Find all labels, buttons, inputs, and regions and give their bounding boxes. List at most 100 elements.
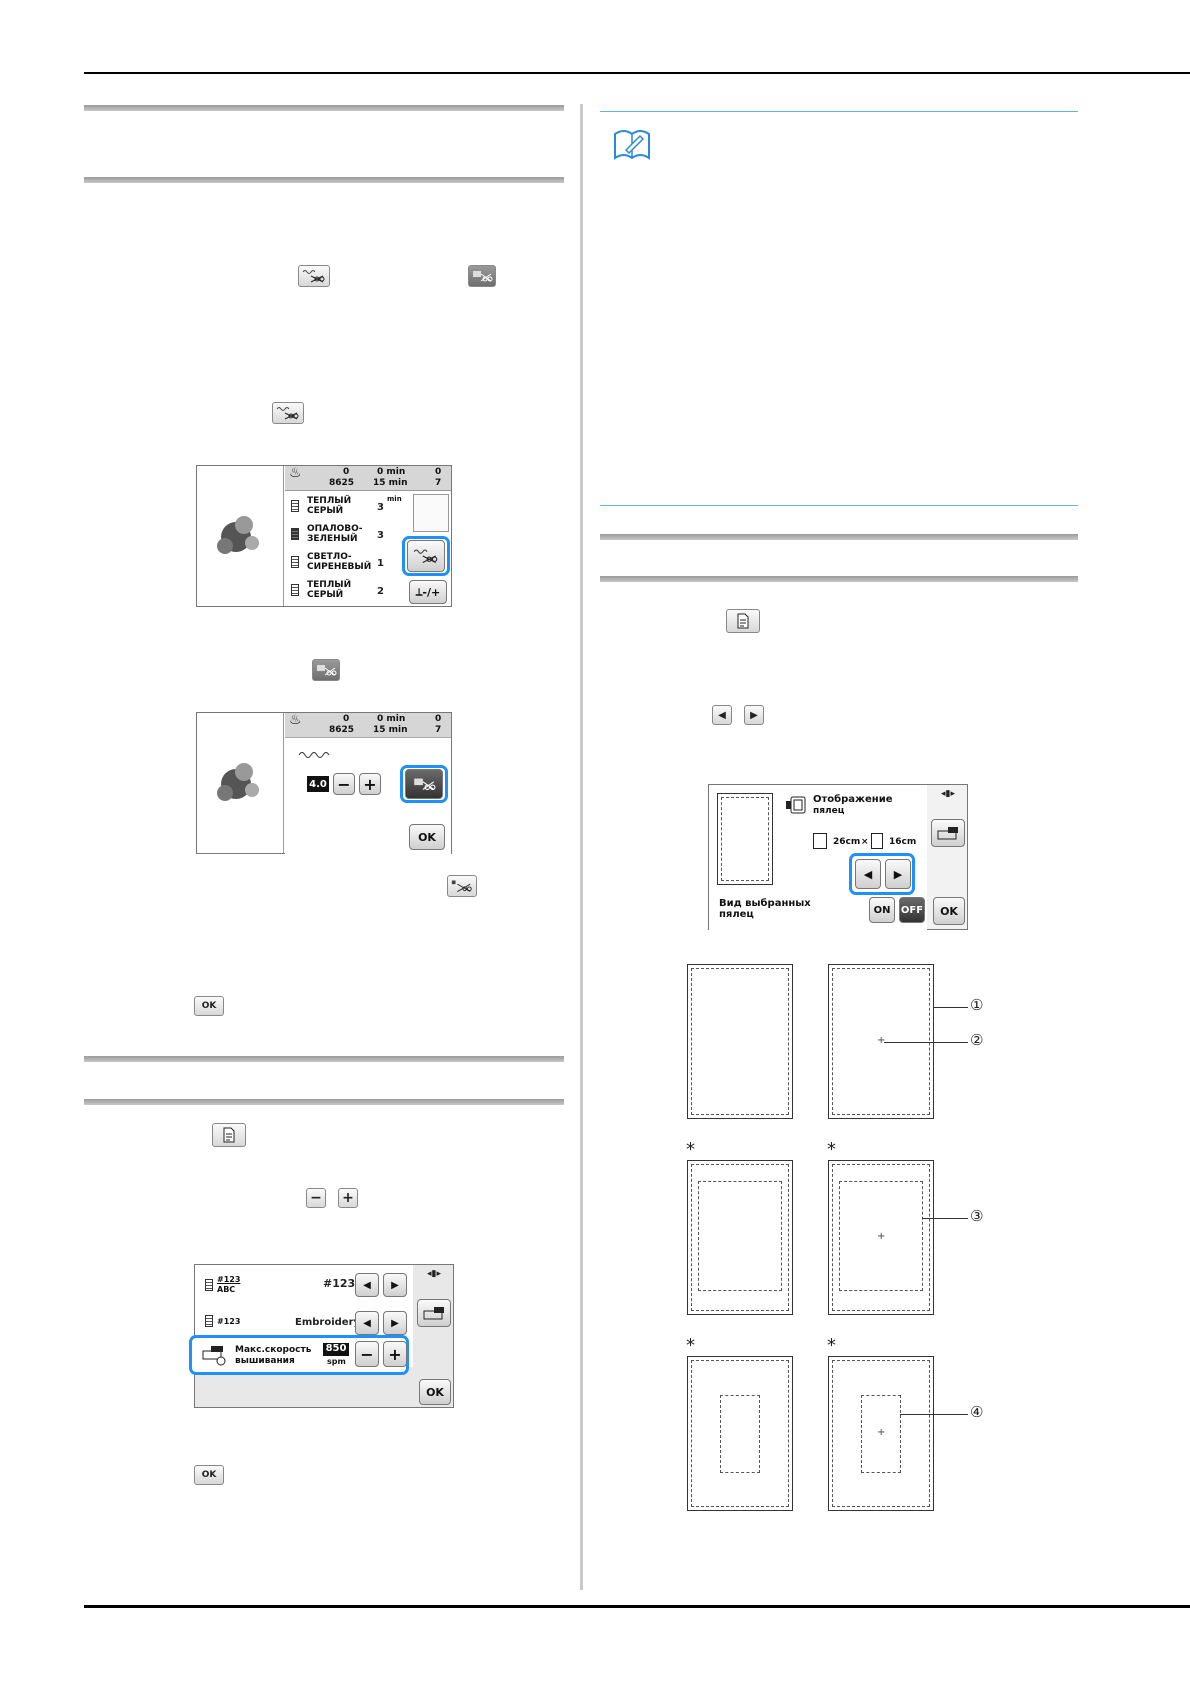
callout-4: ④ bbox=[970, 1403, 984, 1421]
callout-3: ③ bbox=[970, 1207, 984, 1225]
speed-decrease-button[interactable]: − bbox=[355, 1341, 379, 1367]
trim-button[interactable] bbox=[407, 540, 445, 572]
trim-active-button[interactable] bbox=[405, 769, 443, 799]
page-scroll-indicator[interactable]: ◂▮▸ bbox=[941, 789, 955, 799]
trim-jump-stitch-active-icon bbox=[414, 778, 436, 790]
hoop-preview bbox=[717, 793, 773, 885]
memo-top-line bbox=[600, 111, 1078, 112]
section-bar-top-2 bbox=[84, 1056, 564, 1062]
center-mark: + bbox=[877, 1231, 886, 1242]
machine-settings-tab[interactable] bbox=[417, 1299, 451, 1327]
thread-preview-thumbnail bbox=[413, 494, 449, 532]
trim-active-button-inline bbox=[468, 265, 496, 287]
callout-2: ② bbox=[970, 1031, 984, 1049]
trim-length-value: 4.0 bbox=[307, 776, 329, 792]
stats-bar: ♨ 0 8625 0 min 15 min 0 7 bbox=[285, 466, 451, 491]
minus-button-inline: − bbox=[306, 1188, 326, 1208]
tension-button[interactable]: ⟂-/+ bbox=[409, 580, 447, 604]
speed-increase-button[interactable]: + bbox=[383, 1341, 407, 1367]
asterisk-mark: * bbox=[827, 1139, 836, 1160]
color-current: 0 bbox=[435, 467, 442, 477]
embroidery-machine-icon bbox=[423, 1307, 444, 1320]
trim-jump-stitch-active-icon bbox=[473, 271, 493, 282]
row1-prev-button[interactable]: ◀ bbox=[355, 1273, 379, 1297]
stitch-count-current: 0 bbox=[343, 467, 350, 477]
asterisk-mark: * bbox=[686, 1139, 695, 1160]
increase-button[interactable]: + bbox=[359, 773, 381, 795]
settings-icon bbox=[223, 1127, 235, 1143]
speed-icon bbox=[201, 1343, 229, 1367]
row2-prev-button[interactable]: ◀ bbox=[355, 1311, 379, 1335]
spool-icon bbox=[291, 500, 299, 512]
thread-brand-display: Embroidery bbox=[295, 1317, 361, 1328]
ok-button[interactable]: OK bbox=[419, 1379, 451, 1405]
jump-stitch-icon bbox=[298, 752, 330, 758]
embroidery-machine-icon bbox=[937, 827, 958, 840]
thread-row: СВЕТЛО-СИРЕНЕВЫЙ 1 bbox=[291, 550, 401, 576]
machine-settings-tab[interactable] bbox=[931, 819, 965, 847]
settings-button-inline-2 bbox=[726, 609, 760, 633]
stitch-count-total: 8625 bbox=[329, 478, 355, 488]
page-scroll-indicator[interactable]: ◂▮▸ bbox=[427, 1269, 441, 1279]
top-rule bbox=[84, 72, 1190, 74]
height-icon bbox=[871, 833, 883, 849]
spool-icon bbox=[291, 528, 299, 540]
trim-jump-stitch-icon bbox=[451, 880, 472, 892]
row1-next-button[interactable]: ▶ bbox=[383, 1273, 407, 1297]
thread-row: ОПАЛОВО-ЗЕЛЕНЫЙ 3 bbox=[291, 522, 401, 548]
section-bar-bottom-2 bbox=[84, 1099, 564, 1105]
settings-screen-speed: #123 ABC #123 ◀ ▶ #123 Embroidery ◀ ▶ ◂▮… bbox=[189, 1264, 454, 1408]
section-bar-bottom-1 bbox=[84, 177, 564, 183]
asterisk-mark: * bbox=[827, 1335, 836, 1356]
hoop-frame bbox=[687, 1160, 793, 1315]
speed-value: 850 bbox=[323, 1343, 349, 1356]
hoop-next-button[interactable]: ▶ bbox=[885, 859, 911, 889]
bottom-rule bbox=[84, 1605, 1190, 1608]
color-total: 7 bbox=[435, 478, 442, 488]
highlight-box bbox=[849, 853, 915, 895]
presser-foot-icon: ♨ bbox=[289, 465, 302, 481]
hoop-frame: + bbox=[828, 964, 934, 1119]
memo-bottom-line bbox=[600, 505, 1078, 506]
highlight-box bbox=[400, 765, 448, 803]
trim-jump-stitch-active-icon bbox=[317, 665, 337, 676]
ok-button-inline: OK bbox=[194, 996, 224, 1016]
trim-button-inline-3 bbox=[447, 875, 477, 897]
pattern-preview bbox=[197, 466, 284, 606]
settings-button-inline bbox=[212, 1123, 246, 1147]
section-bar-top-3 bbox=[600, 534, 1078, 540]
time-total: 15 min bbox=[373, 478, 408, 488]
spool-icon bbox=[205, 1315, 213, 1327]
ok-button-inline-2: OK bbox=[194, 1465, 224, 1485]
hoop-frame: + bbox=[828, 1160, 934, 1315]
hoop-view-off-button[interactable]: OFF bbox=[899, 897, 925, 923]
column-divider bbox=[580, 104, 583, 1590]
decrease-button[interactable]: − bbox=[333, 773, 355, 795]
right-arrow-button-inline: ▶ bbox=[744, 705, 764, 725]
spool-icon bbox=[205, 1279, 213, 1291]
width-icon bbox=[813, 833, 827, 849]
hoop-frame bbox=[687, 964, 793, 1119]
presser-foot-icon: ♨ bbox=[289, 712, 302, 728]
center-mark: + bbox=[877, 1427, 886, 1438]
ok-button[interactable]: OK bbox=[933, 897, 965, 925]
time-current: 0 min bbox=[377, 467, 406, 477]
memo-note-icon bbox=[612, 126, 652, 162]
hoop-icon bbox=[785, 795, 807, 815]
row2-next-button[interactable]: ▶ bbox=[383, 1311, 407, 1335]
hoop-view-on-button[interactable]: ON bbox=[869, 897, 895, 923]
asterisk-mark: * bbox=[686, 1335, 695, 1356]
hoop-frame bbox=[687, 1356, 793, 1511]
hoop-prev-button[interactable]: ◀ bbox=[855, 859, 881, 889]
trim-jump-stitch-icon bbox=[413, 549, 438, 563]
highlight-box bbox=[402, 536, 450, 576]
tension-icon: ⟂ bbox=[415, 586, 423, 598]
spool-icon bbox=[291, 556, 299, 568]
settings-screen-hoop-display: Отображение пялец 26cm × 16cm ◀ ▶ Вид вы… bbox=[708, 784, 968, 931]
embroidery-screen-trim-setting: ♨ 0 8625 0 min 15 min 0 7 4.0 − + OK bbox=[196, 712, 452, 854]
ok-button[interactable]: OK bbox=[409, 824, 445, 850]
spool-icon bbox=[291, 584, 299, 596]
